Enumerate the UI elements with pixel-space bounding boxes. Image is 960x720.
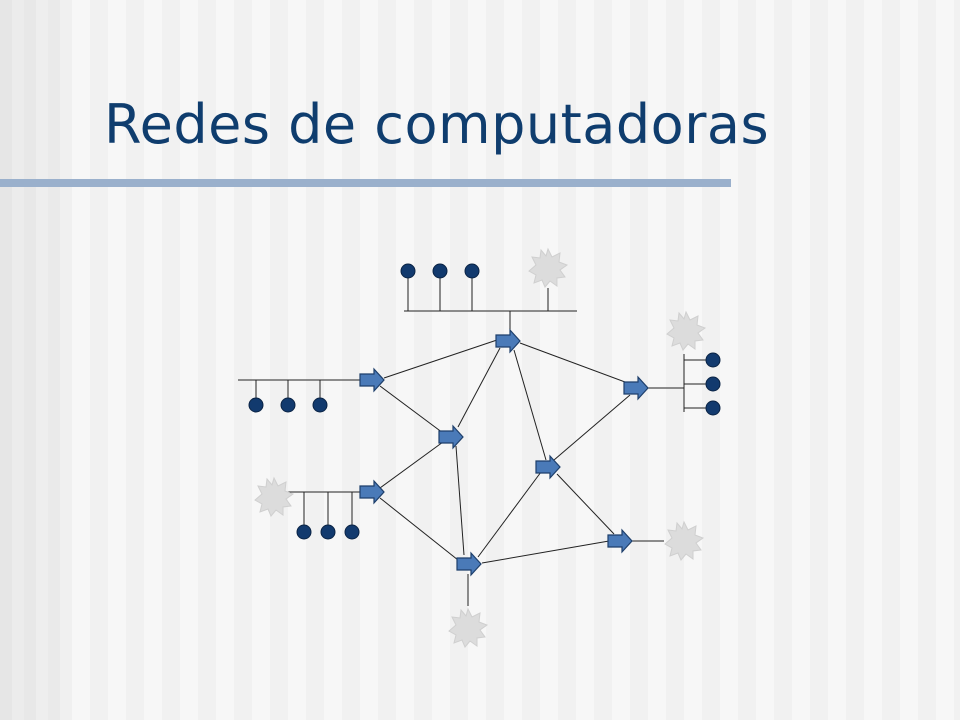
slide-title: Redes de computadoras	[104, 93, 770, 156]
clouds	[254, 248, 706, 648]
router-icon	[438, 425, 464, 449]
host-icon	[464, 263, 480, 279]
cloud-icon	[528, 248, 568, 288]
host-icon	[705, 352, 721, 368]
link-r3-r6	[519, 342, 626, 383]
left-top-lan-hosts	[248, 397, 328, 413]
router-icon	[607, 529, 633, 553]
link-r5-r6	[553, 394, 631, 461]
link-r1-r3	[383, 339, 498, 379]
link-r4-r7	[455, 445, 465, 556]
router-icon	[359, 480, 385, 504]
host-icon	[400, 263, 416, 279]
links	[379, 339, 631, 564]
right-lan	[646, 354, 710, 412]
host-icon	[320, 524, 336, 540]
routers	[359, 329, 649, 576]
router-icon	[623, 376, 649, 400]
cloud-icon	[254, 477, 294, 517]
title-underline	[0, 179, 731, 187]
router-icon	[456, 552, 482, 576]
host-icon	[705, 376, 721, 392]
link-r3-r5	[513, 349, 547, 461]
host-icon	[280, 397, 296, 413]
router-icon	[359, 368, 385, 392]
host-icon	[432, 263, 448, 279]
host-icon	[344, 524, 360, 540]
link-r5-r8	[556, 473, 615, 535]
link-r3-r4	[457, 347, 501, 428]
cloud-icon	[664, 521, 704, 561]
cloud-icon	[666, 311, 706, 351]
host-icon	[248, 397, 264, 413]
host-icon	[296, 524, 312, 540]
top-lan	[404, 274, 577, 331]
left-bottom-lan	[286, 491, 362, 529]
cloud-stubs	[467, 540, 664, 606]
link-r2-r7	[379, 497, 459, 561]
link-r5-r7	[477, 471, 542, 558]
left-bottom-lan-hosts	[296, 524, 360, 540]
host-icon	[312, 397, 328, 413]
cloud-icon	[448, 608, 488, 648]
link-r7-r8	[481, 540, 610, 564]
link-r2-r4	[379, 441, 444, 489]
right-lan-hosts	[705, 352, 721, 416]
top-lan-hosts	[400, 263, 480, 279]
link-r1-r4	[379, 385, 444, 434]
host-icon	[705, 400, 721, 416]
